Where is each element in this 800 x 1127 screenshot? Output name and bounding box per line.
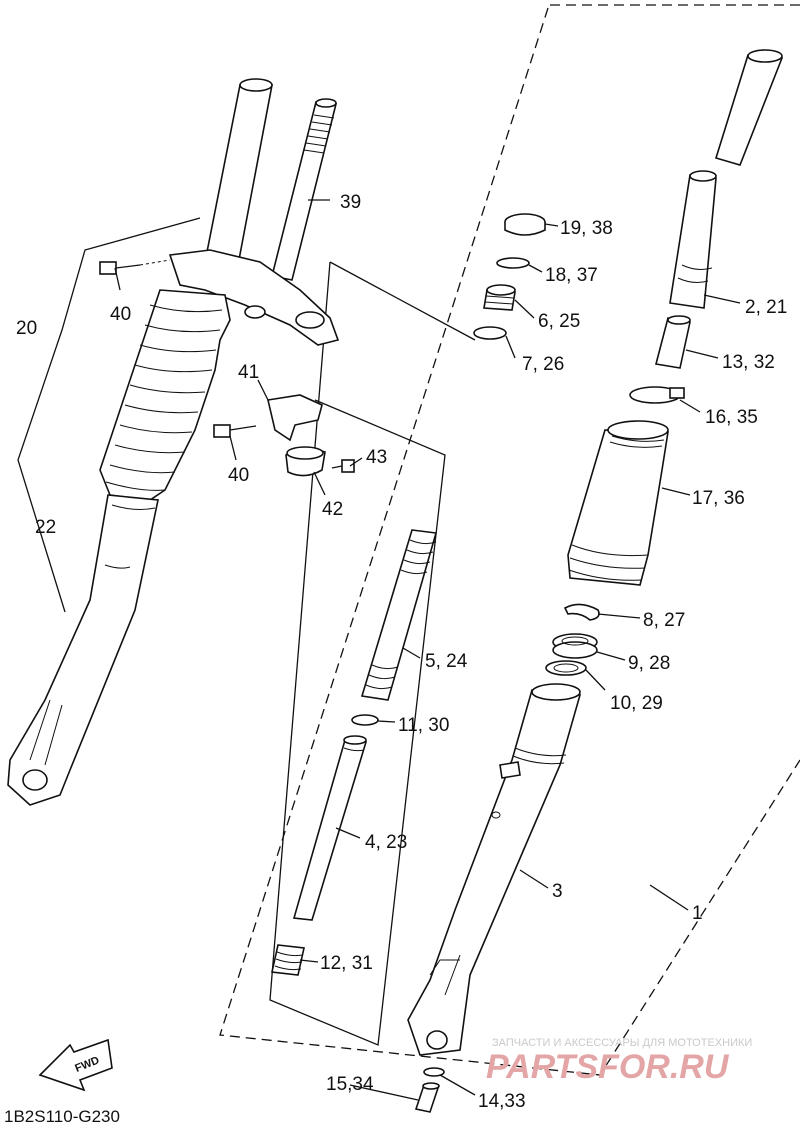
oil-seal-9-28 [552,633,598,659]
callout-4-23: 4, 23 [365,832,407,853]
callout-8-27: 8, 27 [643,610,685,631]
inner-tube-2-21 [669,49,784,309]
bolt-40-lower-icon [213,424,257,438]
collar-13-32 [655,315,691,369]
callout-16-35: 16, 35 [705,407,758,428]
callout-7-26: 7, 26 [522,354,564,375]
washer-11-30 [351,714,379,726]
cap-19-38 [504,213,546,236]
callout-39: 39 [340,192,361,213]
circlip-8-27 [563,603,600,621]
ring-18-37 [496,257,530,269]
callout-22: 22 [35,517,56,538]
callout-3: 3 [552,881,563,902]
bracket-41-icon [267,394,323,442]
callout-9-28: 9, 28 [628,653,670,674]
clamp-42-icon [285,446,326,477]
watermark-tagline: ЗАПЧАСТИ И АКСЕССУАРЫ ДЛЯ МОТОТЕХНИКИ [492,1037,752,1049]
diagram-code: 1B2S110-G230 [4,1107,120,1126]
callout-11-30: 11, 30 [398,715,449,736]
clamp-ring-16-35 [629,386,685,404]
assembly-dashed-outline [219,4,800,1076]
bolt-40-upper-icon [99,259,171,275]
callout-18-37: 18, 37 [545,265,598,286]
rod-4-23 [292,735,368,921]
callout-10-29: 10, 29 [610,693,663,714]
callout-12-31: 12, 31 [320,953,373,974]
leader-20-22 [17,217,201,613]
assembled-fork [7,78,340,806]
spring-group-outline [269,261,476,1046]
callout-40-upper: 40 [110,304,131,325]
callout-6-25: 6, 25 [538,311,580,332]
damper-5-24 [360,529,438,701]
dust-boot-17-36 [567,420,669,586]
callout-14-33: 14,33 [478,1091,526,1112]
callout-42: 42 [322,499,343,520]
callout-43: 43 [366,447,387,468]
callout-1: 1 [692,903,703,924]
callout-2-21: 2, 21 [745,297,787,318]
spring-12-31 [271,944,305,976]
washer-10-29 [545,660,587,676]
callout-40-lower: 40 [228,465,249,486]
watermark-logo: PARTSFOR.RU [486,1048,730,1086]
callout-13-32: 13, 32 [722,352,775,373]
washer-14-33 [423,1067,445,1077]
callout-41: 41 [238,362,259,383]
screw-43-icon [331,459,355,473]
outer-tube-3 [407,683,582,1056]
o-ring-7-26 [473,326,507,340]
callout-5-24: 5, 24 [425,651,468,672]
callout-20: 20 [16,318,37,339]
callout-15-34: 15,34 [326,1074,374,1095]
bolt-15-34 [414,1082,440,1113]
leader-lines [114,199,741,1101]
callout-19-38: 19, 38 [560,218,613,239]
fwd-arrow-icon: FWD [38,1038,113,1092]
callout-17-36: 17, 36 [692,488,745,509]
cap-bolt-6-25 [483,284,516,311]
